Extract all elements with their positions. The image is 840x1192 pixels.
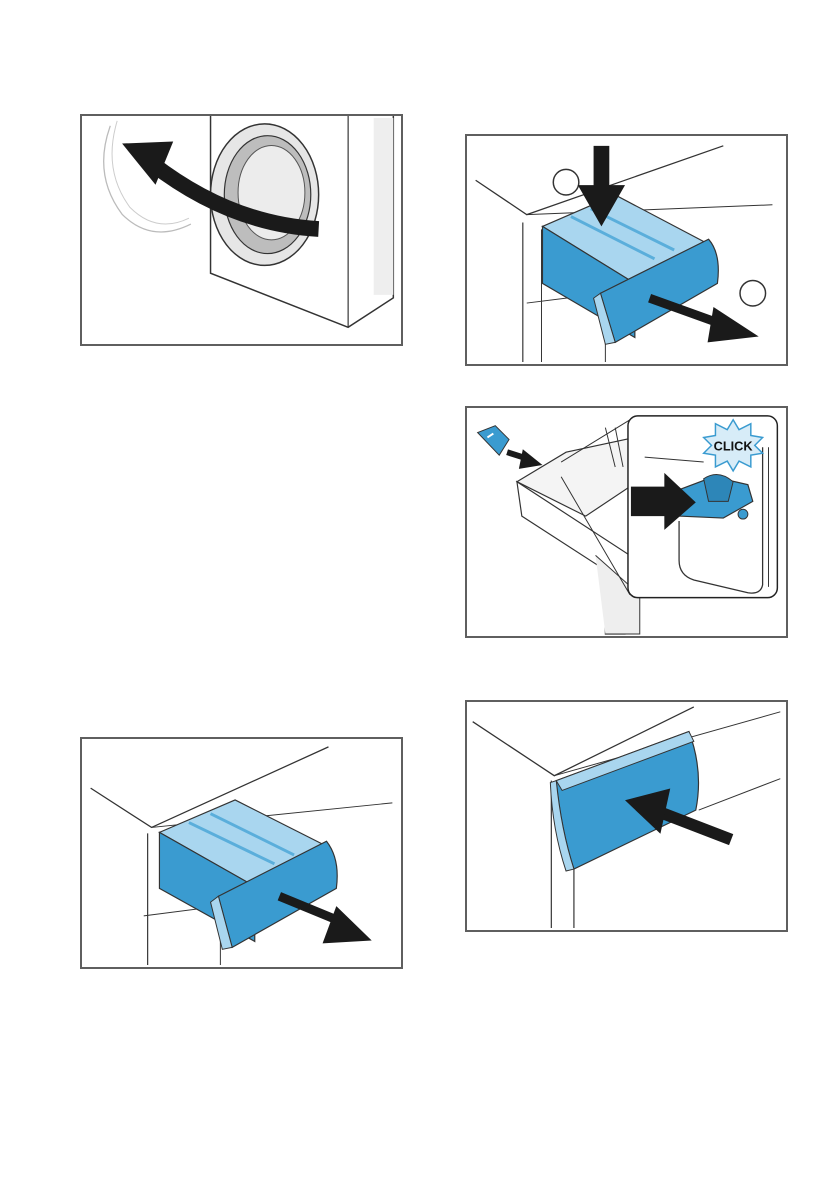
open-door-illustration	[82, 116, 401, 344]
figure-open-door	[80, 114, 403, 346]
release-drawer-illustration	[467, 136, 786, 364]
step-1-marker	[553, 169, 579, 195]
pull-arrow	[708, 307, 759, 342]
step-2-marker	[740, 280, 766, 306]
click-label: CLICK	[714, 438, 754, 453]
insert-click-illustration: CLICK	[467, 408, 786, 636]
push-drawer-illustration	[467, 702, 786, 930]
pull-arrow	[323, 906, 372, 943]
figure-push-in-drawer	[465, 700, 788, 932]
pull-drawer-illustration	[82, 739, 401, 967]
figure-pull-out-drawer	[80, 737, 403, 969]
figure-insert-click: CLICK	[465, 406, 788, 638]
figure-release-and-pull-drawer	[465, 134, 788, 366]
